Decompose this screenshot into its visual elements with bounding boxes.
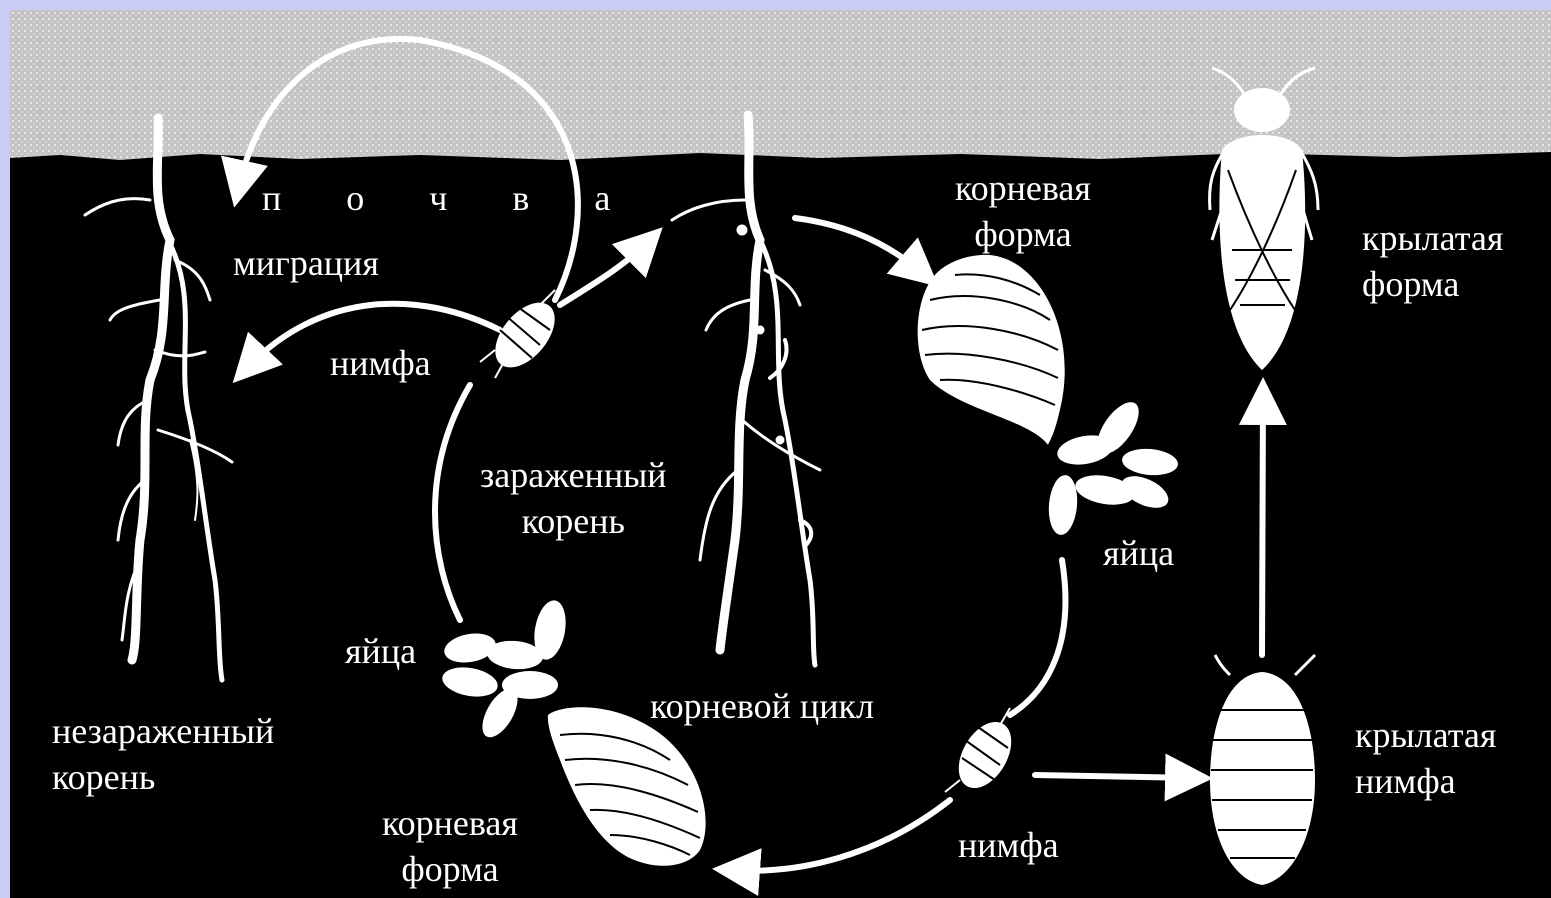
root-form-label-bottom-line2: форма [382,846,518,892]
root-form-label-top-line2: форма [955,211,1091,257]
root-form-label-top: корневая форма [955,165,1091,257]
root-cycle-label: корневой цикл [650,683,874,729]
nymph-label-bottom: нимфа [958,822,1059,868]
winged-nymph-label-line1: крылатая [1355,712,1496,758]
sky-band [10,10,1551,160]
root-form-label-bottom: корневая форма [382,800,518,892]
root-form-label-bottom-line1: корневая [382,800,518,846]
soil-label: п о ч в а [262,175,638,221]
infected-root-label: зараженный корень [480,452,667,544]
eggs-label-left: яйца [345,628,416,674]
root-form-label-top-line1: корневая [955,165,1091,211]
infected-root-label-line2: корень [480,498,667,544]
uninfected-root-label: незараженный корень [52,708,274,800]
infected-root-label-line1: зараженный [480,452,667,498]
winged-nymph-label: крылатая нимфа [1355,712,1496,804]
winged-nymph-label-line2: нимфа [1355,758,1496,804]
uninfected-root-label-line1: незараженный [52,708,274,754]
uninfected-root-label-line2: корень [52,754,274,800]
winged-form-label-line2: форма [1362,261,1503,307]
eggs-label-right: яйца [1103,530,1174,576]
winged-form-label-line1: крылатая [1362,215,1503,261]
winged-form-label: крылатая форма [1362,215,1503,307]
nymph-label-left: нимфа [330,340,431,386]
migration-label: миграция [233,240,379,286]
